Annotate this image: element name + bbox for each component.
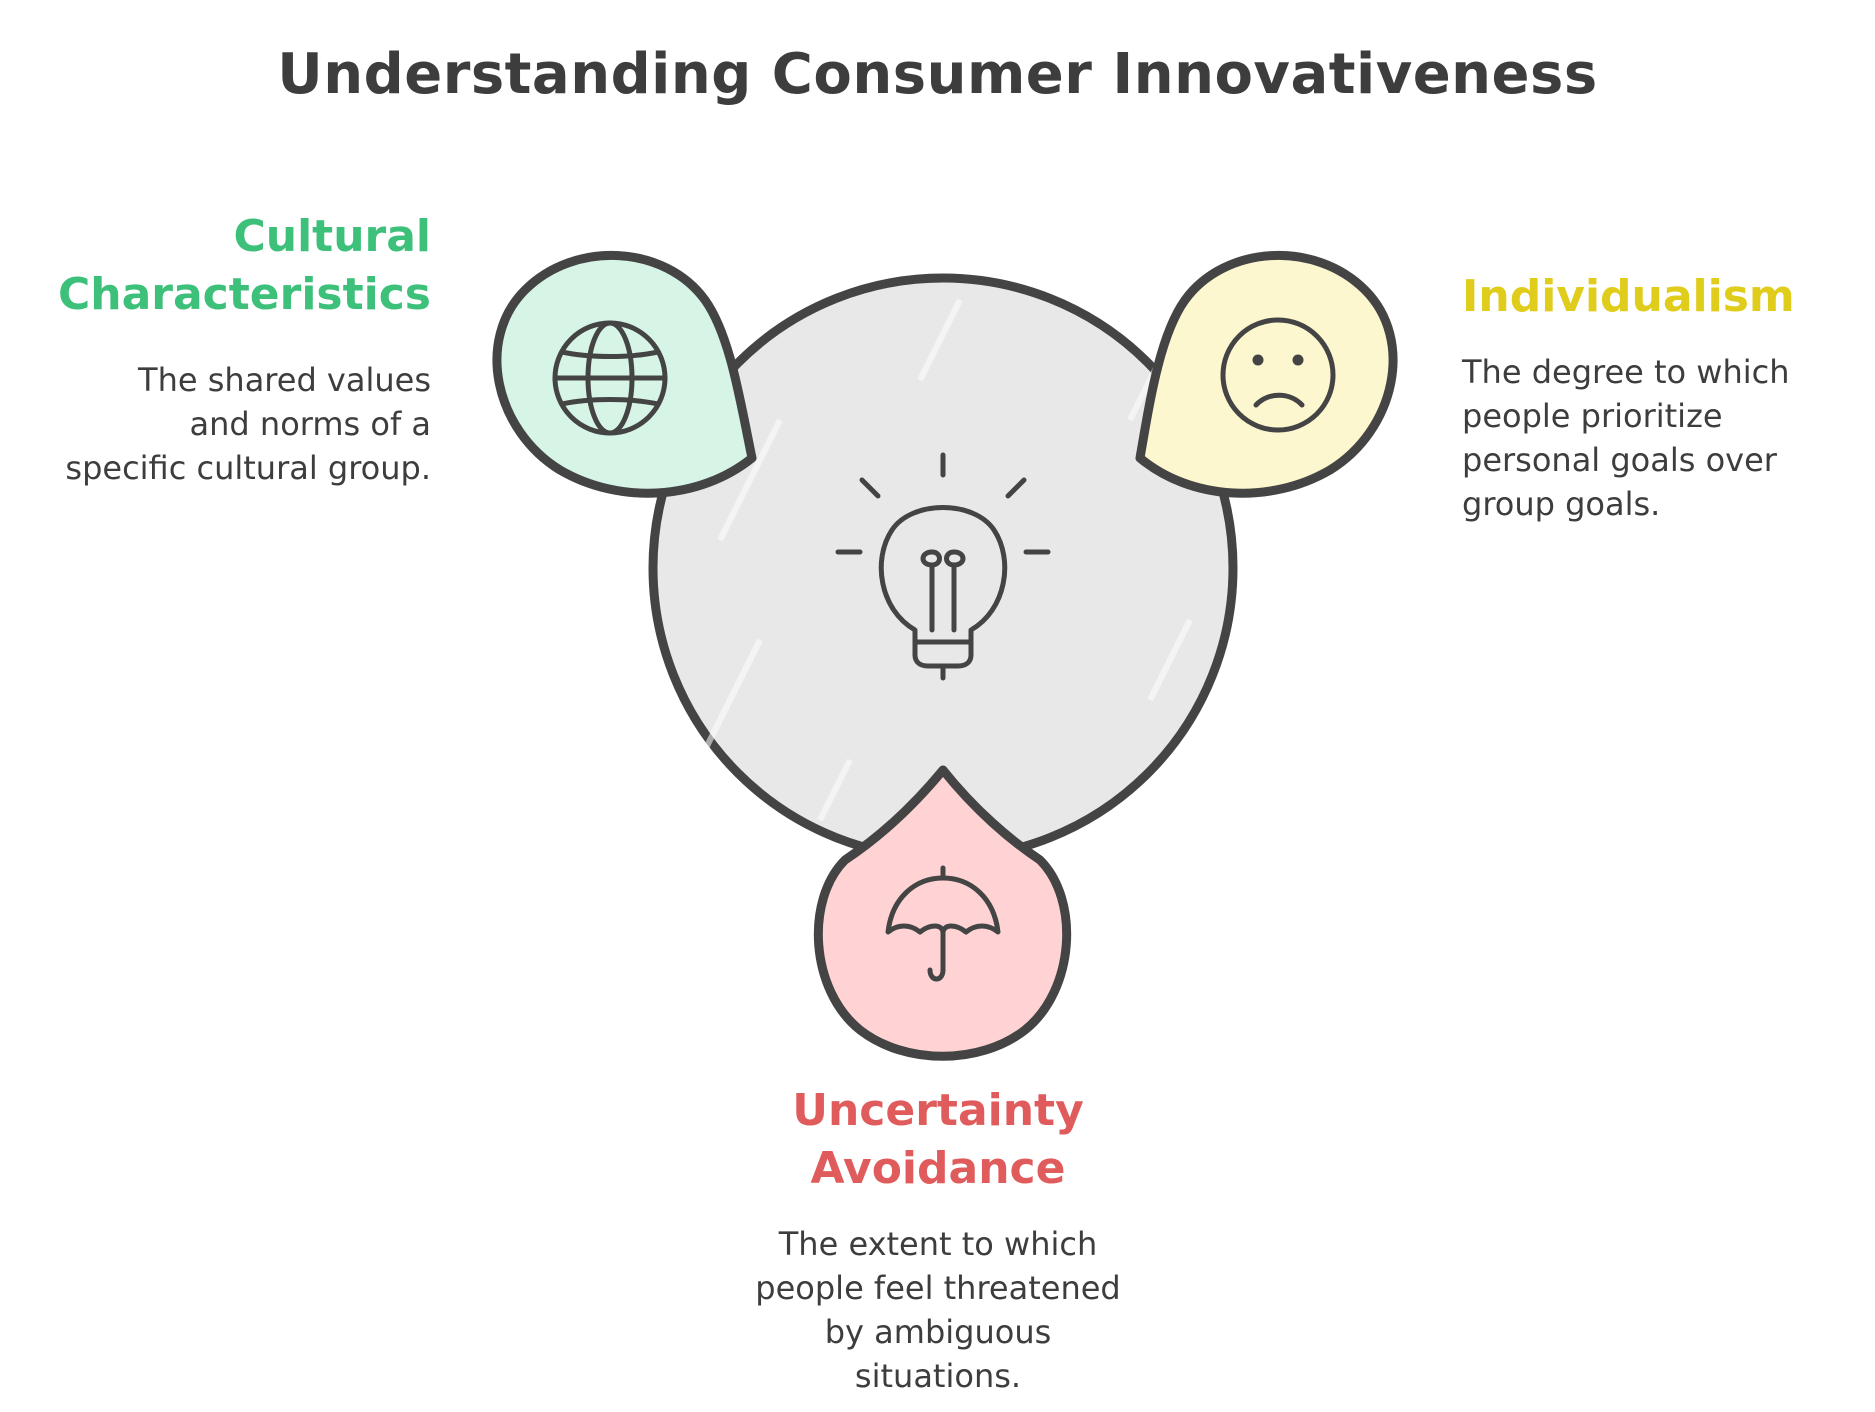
uncertainty-heading-line: Uncertainty [792,1085,1084,1136]
cultural-description-line: The shared values [138,361,431,399]
diagram-title: Understanding Consumer Innovativeness [277,42,1598,107]
individualism-drop [1135,251,1398,498]
individualism-description: The degree to which people prioritize pe… [1462,350,1862,526]
individualism-description-line: The degree to which [1462,353,1790,391]
uncertainty-description: The extent to which people feel threaten… [688,1222,1188,1398]
cultural-description-line: specific cultural group. [65,449,431,487]
uncertainty-heading: Uncertainty Avoidance [688,1082,1188,1198]
uncertainty-description-line: people feel threatened [755,1269,1121,1307]
cultural-heading: Cultural Characteristics [11,208,431,324]
cultural-description-line: and norms of a [189,405,431,443]
individualism-description-line: group goals. [1462,485,1661,523]
uncertainty-description-line: by ambiguous [824,1313,1052,1351]
individualism-description-line: people prioritize [1462,397,1723,435]
umbrella-icon [885,865,1001,982]
uncertainty-heading-line: Avoidance [810,1143,1066,1194]
individualism-heading-line: Individualism [1462,271,1795,322]
individualism-description-line: personal goals over [1462,441,1777,479]
sad-face-icon [1220,317,1336,433]
globe-icon [552,320,668,436]
uncertainty-description-line: situations. [854,1357,1022,1395]
cultural-drop [492,251,757,498]
individualism-heading: Individualism [1462,268,1862,326]
uncertainty-description-line: The extent to which [778,1225,1098,1263]
uncertainty-drop [813,765,1072,1061]
cultural-description: The shared values and norms of a specifi… [11,358,431,490]
lightbulb-icon [835,452,1051,681]
cultural-heading-line: Cultural [233,211,431,262]
cultural-heading-line: Characteristics [57,269,431,320]
